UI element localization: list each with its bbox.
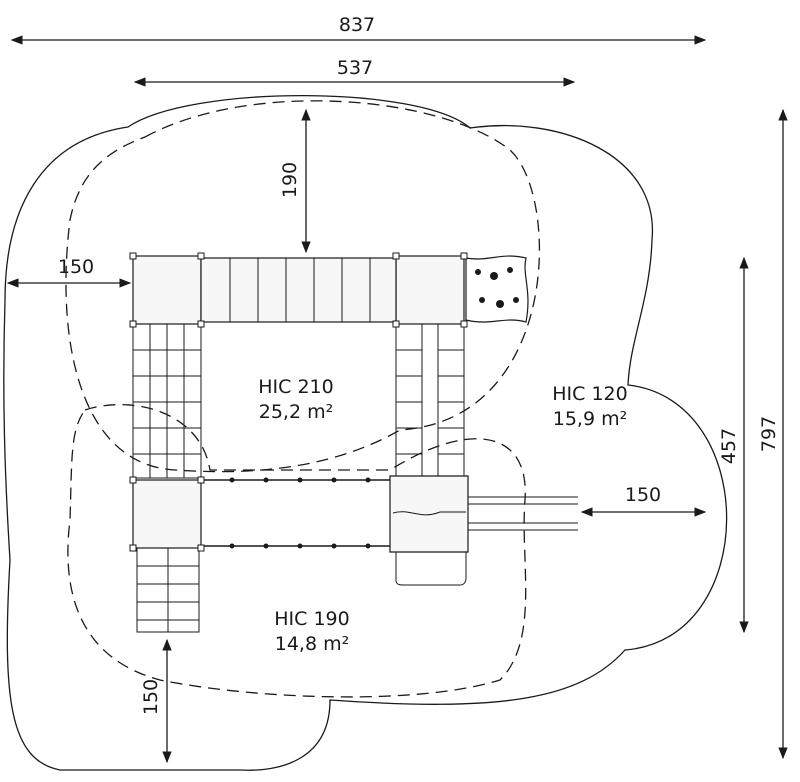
dimension-lines bbox=[6, 35, 788, 764]
zone-hic120-area: 15,9 m² bbox=[553, 408, 627, 430]
climbing-wall bbox=[465, 255, 529, 323]
zone-hic210-area: 25,2 m² bbox=[259, 401, 333, 423]
ladder-bottom bbox=[136, 547, 200, 633]
posts bbox=[129, 252, 468, 552]
zone-hic190-label: HIC 190 bbox=[274, 608, 349, 630]
deck-top-right bbox=[395, 255, 465, 325]
dim-bottom-clearance: 150 bbox=[140, 679, 162, 715]
deck-top-left bbox=[132, 255, 202, 325]
dim-overall-width: 837 bbox=[339, 14, 375, 36]
bridge-top bbox=[200, 257, 397, 323]
slides-right bbox=[468, 496, 578, 531]
ladder-right bbox=[395, 323, 465, 477]
deck-bottom-left bbox=[132, 479, 202, 549]
inner-zone-hic210-dashed bbox=[65, 100, 541, 473]
dim-inner-height: 457 bbox=[718, 428, 740, 464]
slide-platform bbox=[389, 475, 469, 586]
dim-inner-width: 537 bbox=[337, 57, 373, 79]
outer-safety-zone-outline bbox=[3, 94, 728, 771]
rope-bridge-bottom bbox=[201, 477, 390, 549]
zone-hic120-label: HIC 120 bbox=[552, 383, 627, 405]
net-climber-left bbox=[132, 323, 202, 479]
zone-hic190-area: 14,8 m² bbox=[275, 633, 349, 655]
zone-hic210-label: HIC 210 bbox=[258, 376, 333, 398]
dim-overall-height: 797 bbox=[758, 416, 780, 452]
inner-zone-hic190-dashed bbox=[67, 403, 527, 698]
dim-left-clearance: 150 bbox=[58, 256, 94, 278]
dim-top-clearance: 190 bbox=[279, 162, 301, 198]
dim-right-clearance: 150 bbox=[625, 484, 661, 506]
